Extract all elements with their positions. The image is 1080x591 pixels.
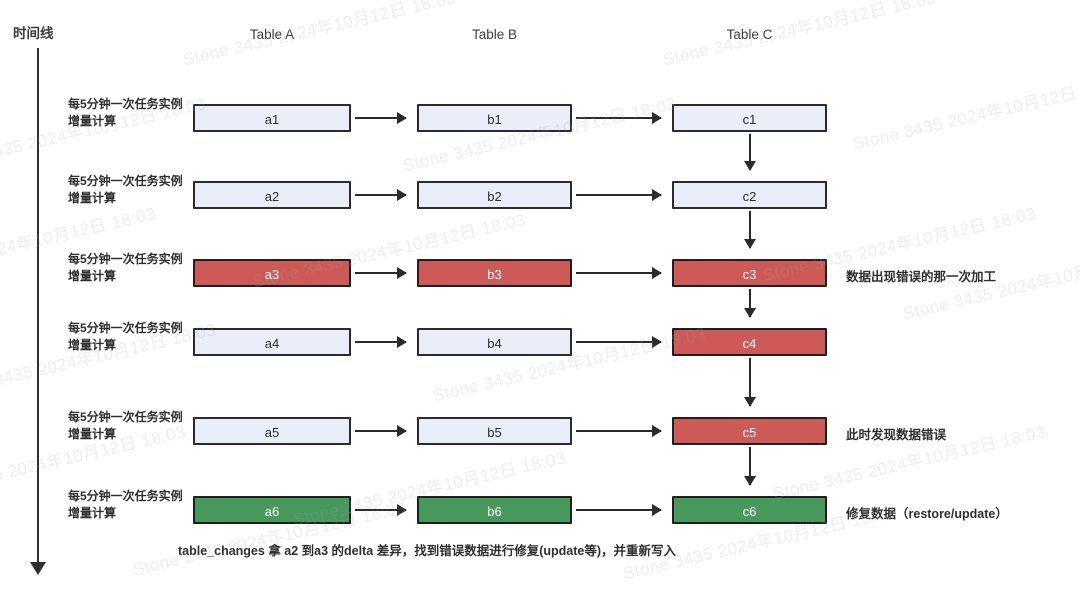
annotation-row-6: 修复数据（restore/update） — [846, 507, 1008, 521]
annotation-row-3: 数据出现错误的那一次加工 — [846, 270, 997, 284]
arrow-a3-to-b3 — [355, 267, 407, 279]
column-header-table-c: Table C — [726, 27, 773, 42]
node-c6[interactable]: c6 — [672, 496, 827, 524]
row-label-line1: 每5分钟一次任务实例 — [68, 410, 183, 424]
timeline-label: 时间线 — [13, 26, 54, 41]
footer-caption: table_changes 拿 a2 到a3 的delta 差异，找到错误数据进… — [178, 544, 676, 558]
row-label-2: 每5分钟一次任务实例增量计算 — [68, 173, 196, 207]
row-label-1: 每5分钟一次任务实例增量计算 — [68, 96, 196, 130]
column-header-table-b: Table B — [471, 27, 518, 42]
node-c4[interactable]: c4 — [672, 328, 827, 356]
row-label-line1: 每5分钟一次任务实例 — [68, 174, 183, 188]
row-label-4: 每5分钟一次任务实例增量计算 — [68, 320, 196, 354]
row-label-line1: 每5分钟一次任务实例 — [68, 321, 183, 335]
timeline-axis-line — [37, 48, 39, 566]
node-b3[interactable]: b3 — [417, 259, 572, 287]
node-c1[interactable]: c1 — [672, 104, 827, 132]
arrow-c1-to-c2 — [743, 134, 756, 171]
row-label-6: 每5分钟一次任务实例增量计算 — [68, 488, 196, 522]
arrow-a4-to-b4 — [355, 336, 407, 348]
row-label-line1: 每5分钟一次任务实例 — [68, 97, 183, 111]
node-b2[interactable]: b2 — [417, 181, 572, 209]
arrow-a5-to-b5 — [355, 425, 407, 437]
node-a5[interactable]: a5 — [193, 417, 351, 445]
arrow-a1-to-b1 — [355, 112, 407, 124]
node-c3[interactable]: c3 — [672, 259, 827, 287]
node-c2[interactable]: c2 — [672, 181, 827, 209]
node-a4[interactable]: a4 — [193, 328, 351, 356]
node-c5[interactable]: c5 — [672, 417, 827, 445]
arrow-b4-to-c4 — [576, 336, 662, 348]
node-a1[interactable]: a1 — [193, 104, 351, 132]
row-label-line2: 增量计算 — [68, 427, 117, 441]
row-label-line2: 增量计算 — [68, 338, 117, 352]
arrow-c5-to-c6 — [743, 447, 756, 486]
row-label-5: 每5分钟一次任务实例增量计算 — [68, 409, 196, 443]
arrow-a2-to-b2 — [355, 189, 407, 201]
node-a3[interactable]: a3 — [193, 259, 351, 287]
node-a6[interactable]: a6 — [193, 496, 351, 524]
row-label-line2: 增量计算 — [68, 269, 117, 283]
node-b1[interactable]: b1 — [417, 104, 572, 132]
row-label-line1: 每5分钟一次任务实例 — [68, 489, 183, 503]
arrow-a6-to-b6 — [355, 504, 407, 516]
watermark-text: Stone 3435 2024年10月12日 18:03 — [851, 72, 1080, 154]
row-label-line2: 增量计算 — [68, 506, 117, 520]
timeline-arrow-icon — [30, 562, 46, 575]
arrow-b2-to-c2 — [576, 189, 662, 201]
row-label-3: 每5分钟一次任务实例增量计算 — [68, 251, 196, 285]
arrow-b6-to-c6 — [576, 504, 662, 516]
watermark-text: Stone 3435 2024年10月12日 18:03 — [401, 93, 678, 176]
row-label-line2: 增量计算 — [68, 114, 117, 128]
arrow-b5-to-c5 — [576, 425, 662, 437]
arrow-b3-to-c3 — [576, 267, 662, 279]
node-b6[interactable]: b6 — [417, 496, 572, 524]
row-label-line2: 增量计算 — [68, 191, 117, 205]
node-b4[interactable]: b4 — [417, 328, 572, 356]
row-label-line1: 每5分钟一次任务实例 — [68, 252, 183, 266]
arrow-c4-to-c5 — [743, 358, 756, 407]
column-header-table-a: Table A — [249, 27, 295, 42]
arrow-c2-to-c3 — [743, 211, 756, 249]
node-b5[interactable]: b5 — [417, 417, 572, 445]
node-a2[interactable]: a2 — [193, 181, 351, 209]
arrow-b1-to-c1 — [576, 112, 662, 124]
annotation-row-5: 此时发现数据错误 — [846, 428, 947, 442]
arrow-c3-to-c4 — [743, 289, 756, 318]
